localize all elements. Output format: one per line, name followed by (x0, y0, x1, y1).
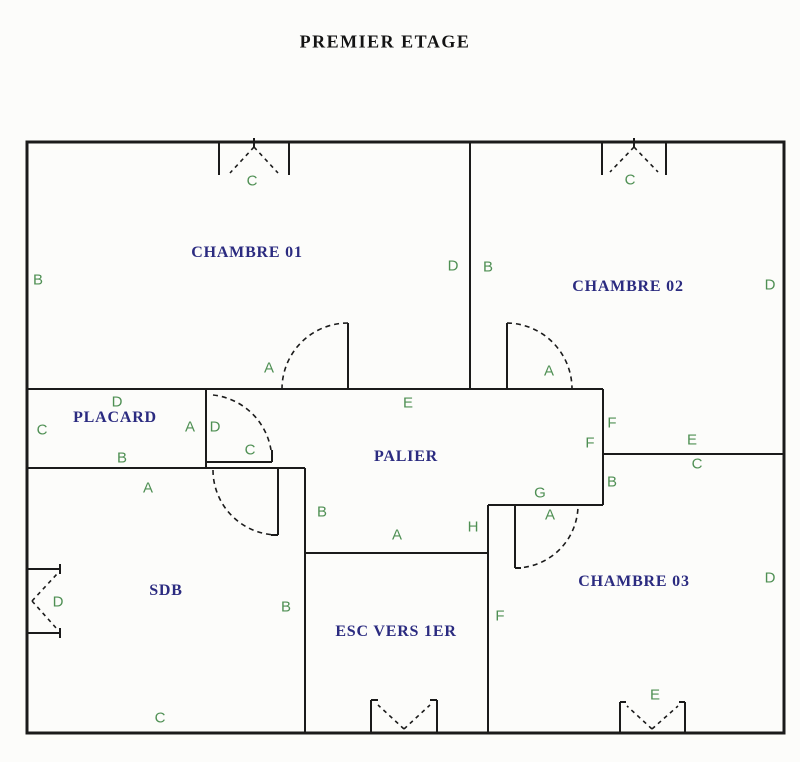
wall-label: F (607, 414, 617, 432)
wall-label: B (316, 503, 328, 521)
wall-label: G (534, 484, 546, 502)
room-label-chambre-02: CHAMBRE 02 (572, 278, 684, 295)
wall-label: C (246, 172, 258, 190)
wall-label: A (544, 506, 556, 524)
interior-walls (27, 142, 784, 733)
wall-label: H (467, 518, 479, 536)
wall-label: B (482, 258, 494, 276)
window-jambs (27, 138, 686, 733)
room-label-chambre-03: CHAMBRE 03 (578, 573, 690, 590)
wall-label: C (691, 455, 703, 473)
wall-label: D (447, 257, 459, 275)
wall-label: B (280, 598, 292, 616)
window-casement-dashes (31, 146, 679, 730)
outer-walls (25, 140, 786, 735)
wall-label: E (649, 686, 661, 704)
wall-label: D (209, 418, 221, 436)
wall-label: A (543, 362, 555, 380)
wall-label: F (585, 434, 595, 452)
room-label-placard: PLACARD (73, 409, 157, 426)
wall-label: B (116, 449, 128, 467)
wall-label: C (244, 441, 256, 459)
wall-label: D (764, 276, 776, 294)
wall-label: E (686, 431, 698, 449)
wall-label: B (32, 271, 44, 289)
wall-label: C (624, 171, 636, 189)
wall-label: F (495, 607, 505, 625)
door-jambs (206, 323, 521, 569)
wall-label: A (184, 418, 196, 436)
room-label-sdb: SDB (149, 582, 183, 599)
wall-label: A (263, 359, 275, 377)
wall-label: C (36, 421, 48, 439)
wall-label: D (52, 593, 64, 611)
wall-label: A (142, 479, 154, 497)
wall-label: B (606, 473, 618, 491)
wall-label: D (111, 393, 123, 411)
room-label-esc-vers-1er: ESC VERS 1ER (335, 623, 457, 640)
room-label-palier: PALIER (373, 448, 439, 465)
room-label-chambre-01: CHAMBRE 01 (191, 244, 303, 261)
wall-label: A (391, 526, 403, 544)
wall-label: C (154, 709, 166, 727)
wall-label: D (764, 569, 776, 587)
wall-label: E (402, 394, 414, 412)
page-title: PREMIER ETAGE (299, 31, 471, 52)
